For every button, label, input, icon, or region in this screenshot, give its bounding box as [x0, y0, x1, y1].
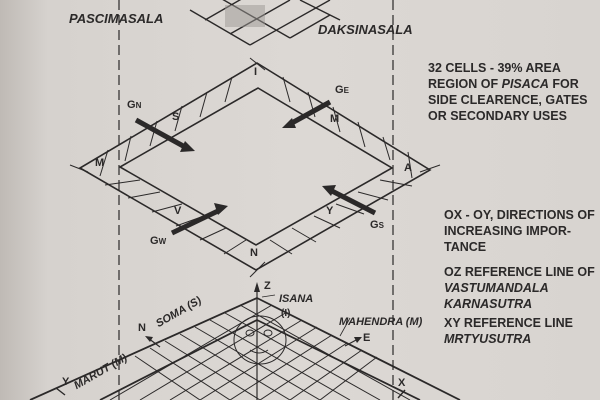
ring-cells: [69, 57, 441, 278]
gate-arrows: [134, 99, 377, 236]
mahendra-label: MAHENDRA (M): [339, 316, 423, 328]
cell-label-v: V: [174, 205, 182, 217]
gate-w-arrow: [170, 207, 222, 236]
pisaca-note: 32 CELLS - 39% AREA REGION OF PISACA FOR…: [428, 61, 588, 123]
oxoy-note: OX - OY, DIRECTIONS OF INCREASING IMPOR-…: [444, 208, 595, 254]
pascimasala-label: PASCIMASALA: [69, 11, 164, 26]
oz-note: OZ REFERENCE LINE OF VASTUMANDALA KARNAS…: [444, 265, 595, 311]
gate-e-label: GE: [335, 84, 349, 96]
ring-grid: [78, 62, 432, 271]
dir-n-label: N: [138, 322, 146, 334]
cell-label-a: A: [404, 162, 412, 174]
isana-sub-label: (I): [281, 308, 291, 319]
daksinasala-label: DAKSINASALA: [318, 22, 413, 37]
axis-y-label: Y: [62, 376, 70, 388]
cell-label-n: N: [250, 247, 258, 259]
top-grid: [189, 0, 341, 46]
gate-n-arrow: [134, 117, 187, 150]
gate-s-label: GS: [370, 219, 384, 231]
gate-w-label: GW: [150, 235, 167, 247]
cell-label-y: Y: [326, 205, 334, 217]
gate-n-label: GN: [127, 99, 142, 111]
bottom-grid: [29, 297, 461, 400]
gate-e-arrow: [288, 99, 332, 127]
cell-label-i: I: [254, 66, 258, 78]
axis-x-label: X: [398, 377, 406, 389]
purusha-face: [233, 315, 287, 365]
dir-e-label: E: [363, 332, 371, 344]
axis-z-label: Z: [264, 280, 271, 292]
cell-label-m-top: M: [330, 113, 340, 125]
cell-label-m-left: M: [95, 157, 105, 169]
gate-s-arrow: [328, 187, 377, 216]
cell-label-s: S: [172, 111, 180, 123]
xy-note: XY REFERENCE LINE MRTYUSUTRA: [444, 316, 573, 346]
isana-label: ISANA: [279, 293, 314, 305]
